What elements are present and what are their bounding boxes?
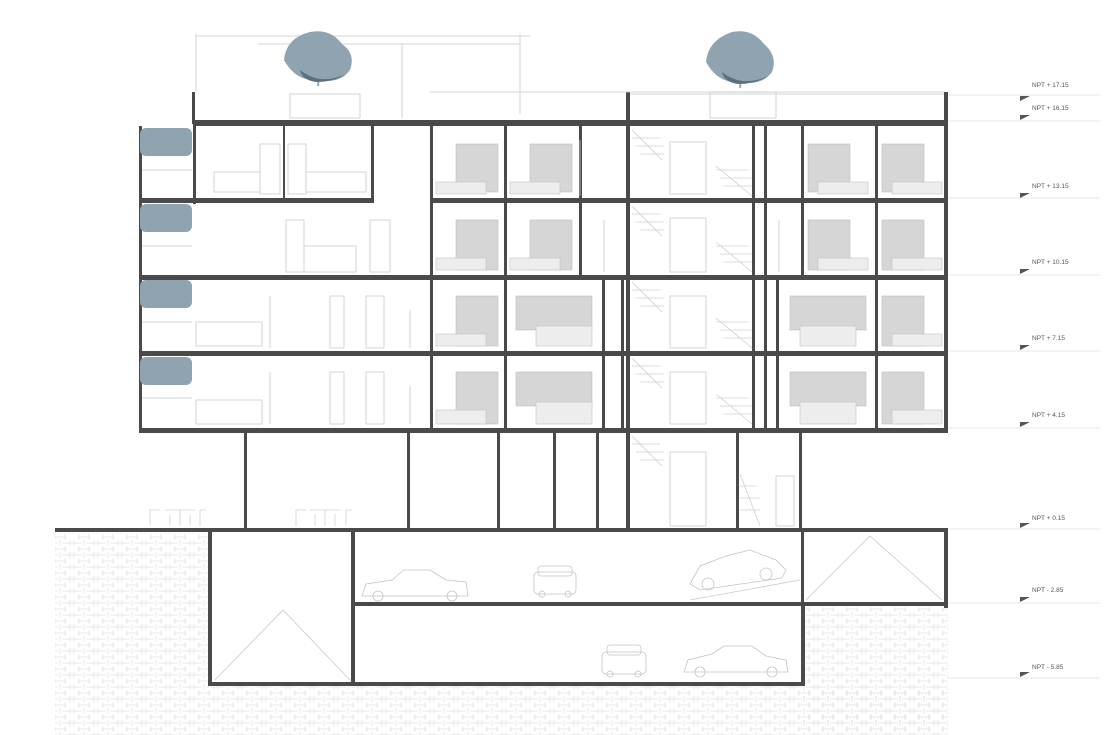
level-label: NPT + 17.15: [1032, 82, 1069, 89]
vertical-walls: [139, 92, 948, 528]
car-icon: [683, 645, 789, 678]
level-label: NPT - 5.85: [1032, 664, 1064, 671]
level-label: NPT + 4.15: [1032, 412, 1065, 419]
level-label: NPT + 7.15: [1032, 335, 1065, 342]
interior-details: [195, 140, 795, 527]
basement-structure: [208, 528, 948, 686]
soil-hatch: [55, 533, 948, 735]
tree-icon: [706, 31, 774, 89]
car-icon: [689, 549, 787, 591]
level-marker: NPT + 4.15: [948, 412, 1100, 429]
level-markers: NPT + 17.15 NPT + 16.15 NPT + 13.15 NPT …: [948, 82, 1100, 679]
car-icon: [601, 644, 647, 678]
level-marker: NPT + 13.15: [948, 183, 1100, 199]
level-marker: NPT + 16.15: [948, 105, 1100, 122]
tree-icon: [284, 31, 352, 87]
balcony-railings: [142, 169, 192, 399]
level-marker: NPT + 7.15: [948, 335, 1100, 352]
level-label: NPT + 0.15: [1032, 515, 1065, 522]
level-marker: NPT - 5.85: [948, 664, 1100, 679]
car-icon: [533, 565, 577, 598]
stair-icon: [631, 129, 761, 527]
cafe-table-icon: [149, 509, 206, 526]
roof: [195, 34, 944, 119]
floor-slabs: [139, 120, 948, 433]
ground-floor: [149, 432, 802, 528]
level-label: NPT + 10.15: [1032, 259, 1069, 266]
level-marker: NPT + 10.15: [948, 259, 1100, 276]
car-icon: [361, 569, 469, 602]
hanging-plant-icon: [140, 128, 192, 385]
level-label: NPT - 2.85: [1032, 587, 1064, 594]
level-label: NPT + 13.15: [1032, 183, 1069, 190]
level-label: NPT + 16.15: [1032, 105, 1069, 112]
level-marker: NPT - 2.85: [948, 587, 1100, 604]
bed-icon: [435, 143, 943, 425]
cafe-table-icon: [295, 509, 352, 526]
level-marker: NPT + 17.15: [948, 82, 1100, 101]
ground-slab: [55, 528, 948, 532]
level-marker: NPT + 0.15: [948, 515, 1100, 530]
